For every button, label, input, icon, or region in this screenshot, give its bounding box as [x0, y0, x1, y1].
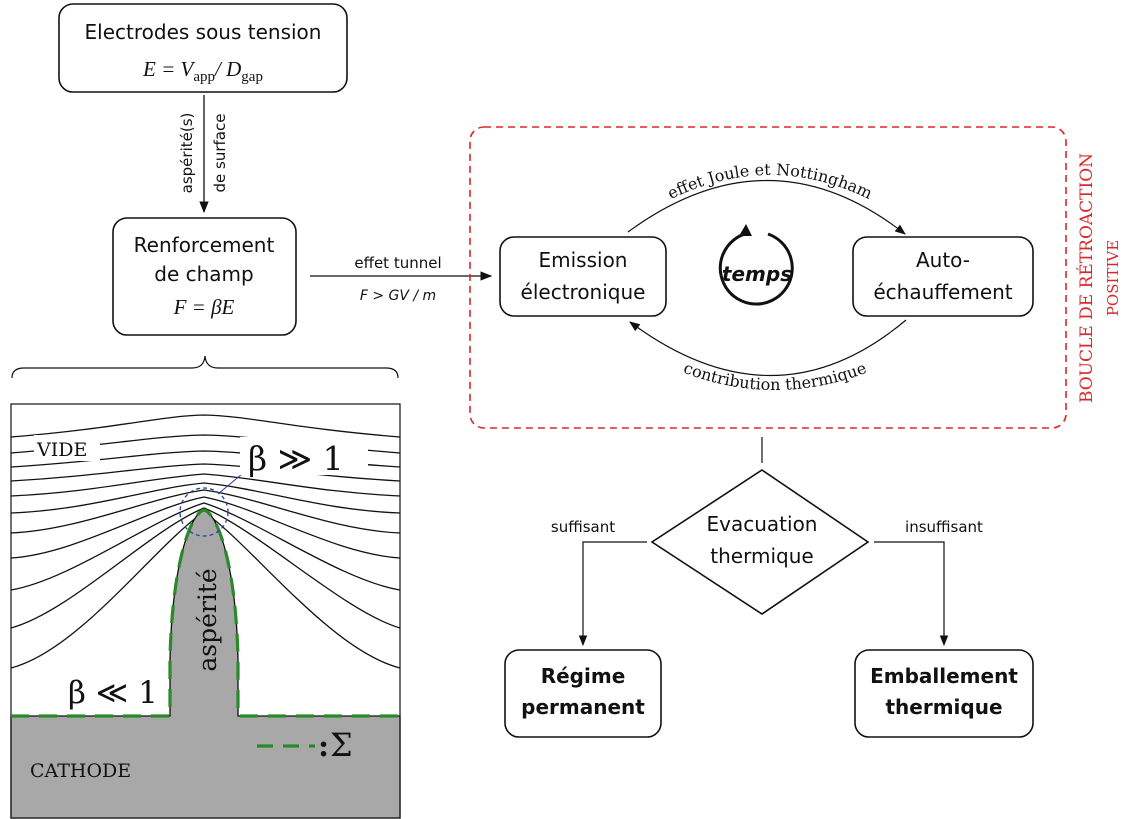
cathode-label: CATHODE: [30, 760, 131, 782]
insuffisant-label: insuffisant: [905, 518, 983, 536]
emission-line2: électronique: [521, 280, 646, 304]
regime-line1: Régime: [541, 664, 626, 688]
suffisant-label: suffisant: [551, 518, 615, 536]
feedback-loop-label-line2: POSITIVE: [1104, 240, 1122, 316]
asperite-label: aspérité: [193, 568, 222, 671]
renforcement-equation: F = βE: [173, 295, 235, 319]
emballement-thermique-box: Emballement thermique: [854, 649, 1034, 738]
field-brace: [11, 355, 399, 379]
emission-box: Emission électronique: [499, 236, 667, 317]
suffisant-arrow: suffisant: [551, 518, 647, 647]
insuffisant-arrow: insuffisant: [874, 518, 983, 647]
tunnel-label-bottom: F > GV / m: [360, 288, 436, 304]
beta-high-label: β ≫ 1: [248, 439, 344, 478]
asperite-label-right: de surface: [211, 114, 229, 193]
electrodes-box: Electrodes sous tension E = Vapp/ Dgap: [58, 3, 348, 93]
time-cycle-icon: temps: [718, 224, 794, 306]
auto-line1: Auto-: [916, 248, 970, 272]
regime-line2: permanent: [521, 695, 645, 719]
renforcement-box: Renforcement de champ F = βE: [112, 217, 297, 336]
asperite-label-left: aspérité(s): [178, 113, 196, 194]
tunnel-arrow: effet tunnel F > GV / m: [310, 254, 493, 304]
sigma-symbol: Σ: [330, 726, 353, 764]
electrodes-equation: E = Vapp/ Dgap: [142, 57, 263, 85]
beta-low-bg: [64, 674, 168, 710]
renforcement-line2: de champ: [154, 262, 253, 286]
renforcement-line1: Renforcement: [134, 233, 275, 257]
feedback-loop-label-line1: BOUCLE DE RÉTROACTION: [1076, 153, 1097, 403]
electrodes-title: Electrodes sous tension: [85, 20, 322, 44]
sigma-surface: [11, 508, 400, 718]
tip-circle: [179, 487, 229, 537]
emballement-line1: Emballement: [870, 664, 1018, 688]
sigma-colon: :: [318, 729, 329, 764]
contribution-arrow: contribution thermique: [629, 319, 907, 394]
asperite-arrow: aspérité(s) de surface: [178, 95, 229, 214]
asperity-field-figure: VIDE β ≫ 1 β ≪ 1 aspérité CATHODE : Σ: [10, 403, 401, 819]
evacuation-line2: thermique: [710, 544, 813, 568]
contribution-label: contribution thermique: [681, 358, 869, 394]
beta-low-label: β ≪ 1: [68, 675, 158, 711]
auto-line2: échauffement: [873, 280, 1012, 304]
joule-arrow: effet Joule et Nottingham: [627, 160, 906, 235]
vide-label-bg: [34, 435, 100, 461]
auto-echauffement-box: Auto- échauffement: [852, 236, 1034, 317]
evacuation-line1: Evacuation: [707, 512, 818, 536]
time-label: temps: [722, 262, 792, 286]
vide-label: VIDE: [36, 439, 87, 461]
evacuation-diamond: Evacuation thermique: [650, 469, 870, 615]
regime-permanent-box: Régime permanent: [504, 649, 662, 738]
beta-high-bg: [240, 437, 368, 475]
emballement-line2: thermique: [885, 695, 1002, 719]
feedback-loop-frame: [469, 126, 1067, 429]
emission-line1: Emission: [539, 248, 628, 272]
tunnel-label-top: effet tunnel: [354, 254, 441, 272]
